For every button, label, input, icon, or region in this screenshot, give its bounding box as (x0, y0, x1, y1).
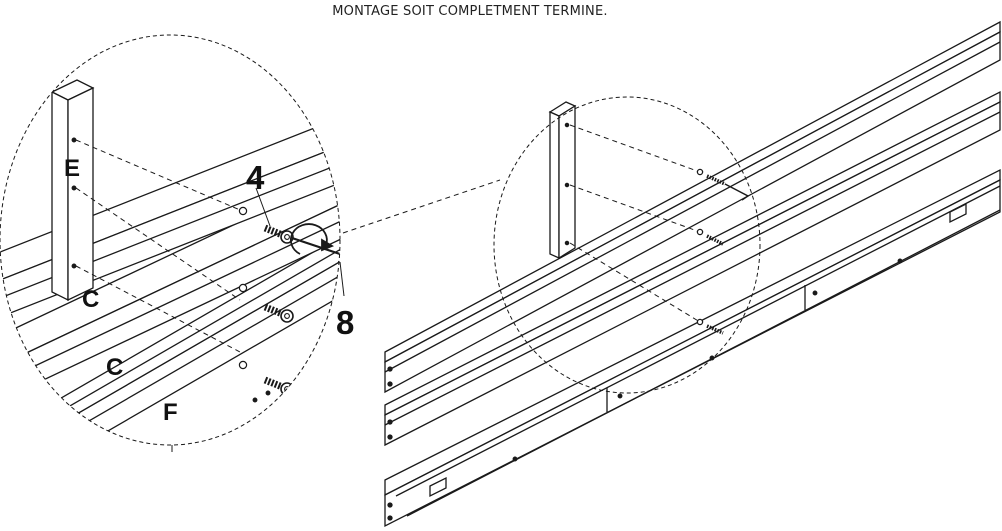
label-panel-e: E (64, 155, 80, 182)
main-view (384, 20, 1001, 528)
rail-f-main (384, 168, 1001, 528)
rail-c-main-top (384, 20, 1001, 394)
rail-c-main-middle (384, 90, 1001, 447)
leader-part-4 (255, 187, 271, 227)
label-part-8: 8 (336, 304, 354, 341)
detail-callout-ring (493, 96, 761, 394)
label-rail-c-top: C (82, 286, 99, 313)
label-part-4: 4 (246, 159, 265, 196)
callout-connector (342, 179, 501, 234)
detail-ellipse (0, 34, 341, 446)
label-rail-f: F (163, 399, 178, 426)
detail-view: E C C F 4 8 (0, 34, 354, 452)
label-rail-c-middle: C (106, 354, 123, 381)
instruction-caption: MONTAGE SOIT COMPLETMENT TERMINE. (332, 4, 608, 19)
leader-part-8 (339, 261, 345, 297)
panel-e-main (548, 101, 577, 260)
rotation-arrow (290, 223, 335, 255)
panel-e-detail (50, 79, 95, 302)
bolts-main (696, 168, 750, 335)
